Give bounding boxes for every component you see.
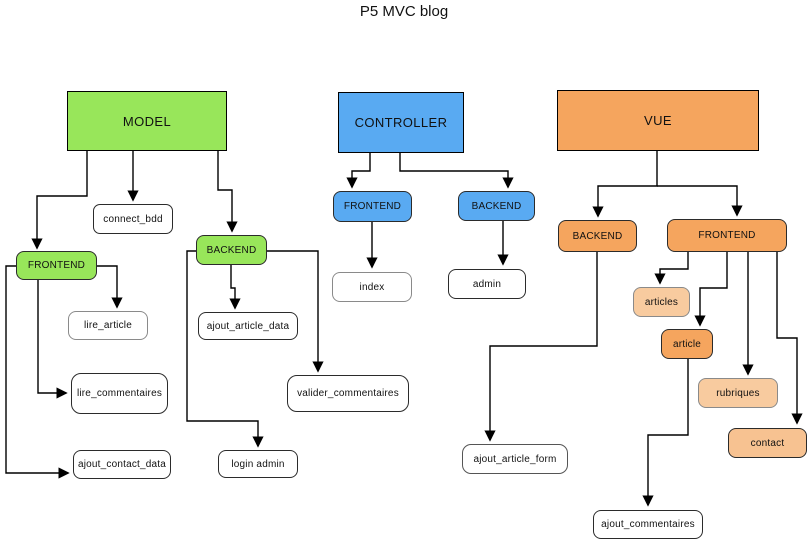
node-admin: admin: [448, 269, 526, 299]
node-vue-frontend: FRONTEND: [667, 219, 787, 252]
node-valider-commentaires: valider_commentaires: [287, 375, 409, 412]
connector-vue-backend-to-ajout-article-form: [484, 252, 598, 442]
node-login-admin: login admin: [218, 450, 298, 478]
connector-model-backend-to-login-admin: [186, 250, 264, 448]
node-connect-bdd: connect_bdd: [93, 204, 173, 234]
connector-controller-to-controller-backend: [399, 153, 514, 189]
connector-model-to-model-backend: [217, 151, 238, 233]
node-label: article: [672, 338, 702, 350]
node-label: lire_article: [84, 320, 132, 331]
node-vue-backend: BACKEND: [558, 220, 637, 252]
connector-model-backend-to-valider-commentaires: [267, 250, 324, 373]
node-label: VUE: [644, 113, 672, 128]
node-label: valider_commentaires: [297, 388, 399, 399]
connector-article-to-ajout-commentaires: [642, 359, 689, 507]
node-label: ajout_contact_data: [77, 459, 167, 470]
node-label: rubriques: [716, 387, 760, 399]
connector-model-frontend-to-lire-article: [97, 265, 123, 309]
node-ajout-commentaires: ajout_commentaires: [593, 510, 703, 539]
connector-model-frontend-to-ajout-contact-data: [5, 265, 70, 479]
node-vue: VUE: [557, 90, 759, 151]
connector-model-to-model-frontend: [31, 151, 88, 250]
connector-vue-frontend-to-articles: [654, 252, 689, 285]
node-label: connect_bdd: [103, 213, 163, 225]
node-controller: CONTROLLER: [338, 92, 464, 153]
node-rubriques: rubriques: [698, 378, 778, 408]
node-label: lire_commentaires: [76, 388, 163, 399]
node-controller-frontend: FRONTEND: [333, 191, 412, 222]
node-model: MODEL: [67, 91, 227, 151]
node-label: FRONTEND: [698, 230, 756, 241]
node-label: BACKEND: [572, 230, 623, 242]
node-label: FRONTEND: [343, 201, 402, 212]
connector-vue-to-vue-frontend: [657, 185, 743, 217]
node-label: FRONTEND: [27, 260, 86, 271]
node-ajout-article-data: ajout_article_data: [198, 312, 298, 340]
connector-vue-to-vue-backend: [592, 151, 658, 218]
connector-vue-frontend-to-contact: [776, 252, 803, 425]
node-label: ajout_article_data: [206, 320, 290, 332]
node-label: MODEL: [122, 113, 172, 129]
node-label: ajout_commentaires: [601, 519, 695, 530]
connector-model-frontend-to-lire-commentaires: [37, 280, 68, 399]
node-label: index: [359, 281, 385, 293]
node-label: CONTROLLER: [354, 115, 448, 130]
node-model-frontend: FRONTEND: [16, 251, 97, 280]
connector-model-backend-to-ajout-article-data: [229, 265, 241, 310]
node-lire-commentaires: lire_commentaires: [71, 373, 168, 414]
node-label: ajout_article_form: [473, 453, 557, 465]
node-lire-article: lire_article: [68, 311, 148, 340]
node-controller-backend: BACKEND: [458, 191, 535, 221]
diagram-title: P5 MVC blog: [359, 3, 449, 20]
node-article: article: [661, 329, 713, 359]
node-contact: contact: [728, 428, 807, 458]
connector-controller-to-controller-frontend: [346, 153, 371, 189]
node-label: login admin: [231, 458, 285, 470]
connector-vue-frontend-to-article: [694, 252, 728, 327]
node-label: articles: [644, 296, 679, 308]
node-ajout-article-form: ajout_article_form: [462, 444, 568, 474]
node-label: BACKEND: [206, 244, 257, 256]
node-label: BACKEND: [471, 200, 522, 212]
node-label: admin: [472, 278, 502, 290]
node-index: index: [332, 272, 412, 302]
node-label: contact: [750, 437, 785, 449]
node-model-backend: BACKEND: [196, 235, 267, 265]
node-ajout-contact-data: ajout_contact_data: [73, 450, 171, 479]
node-articles: articles: [633, 287, 690, 317]
